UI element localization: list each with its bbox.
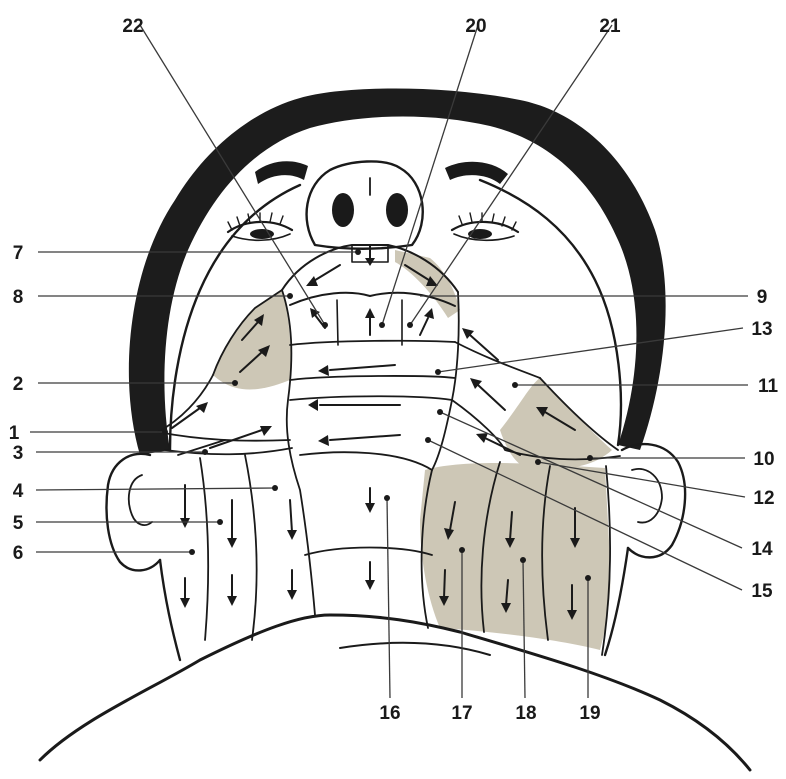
left-ear: [107, 454, 161, 571]
right-ear: [622, 444, 685, 557]
label-2: 2: [13, 374, 24, 395]
shaded-zones: [213, 250, 612, 650]
right-eye: [452, 213, 518, 240]
label-16: 16: [379, 703, 400, 724]
right-nostril: [386, 193, 408, 227]
left-brow: [255, 161, 308, 184]
label-8: 8: [13, 287, 24, 308]
left-nostril: [332, 193, 354, 227]
label-19: 19: [579, 703, 600, 724]
label-13: 13: [751, 319, 772, 340]
label-11: 11: [758, 376, 779, 397]
label-4: 4: [13, 481, 24, 502]
neck-left: [160, 560, 180, 660]
label-18: 18: [515, 703, 536, 724]
label-1: 1: [9, 423, 20, 444]
label-9: 9: [757, 287, 768, 308]
label-7: 7: [13, 243, 24, 264]
label-14: 14: [751, 539, 773, 560]
right-ear-inner: [632, 469, 662, 523]
label-17: 17: [451, 703, 472, 724]
zone-2-shade: [213, 290, 291, 390]
zone-17-19-shade: [420, 463, 611, 650]
left-eye: [228, 213, 292, 240]
collar: [40, 615, 750, 770]
label-6: 6: [13, 543, 24, 564]
label-12: 12: [753, 488, 774, 509]
right-brow: [445, 162, 508, 184]
left-ear-inner: [129, 475, 152, 525]
label-15: 15: [751, 581, 773, 602]
label-21: 21: [599, 16, 621, 37]
label-22: 22: [122, 16, 143, 37]
label-5: 5: [13, 513, 24, 534]
label-10: 10: [753, 449, 774, 470]
zone-10-shade: [500, 378, 612, 469]
label-20: 20: [465, 16, 486, 37]
label-3: 3: [13, 443, 24, 464]
collar-fold: [340, 643, 490, 655]
